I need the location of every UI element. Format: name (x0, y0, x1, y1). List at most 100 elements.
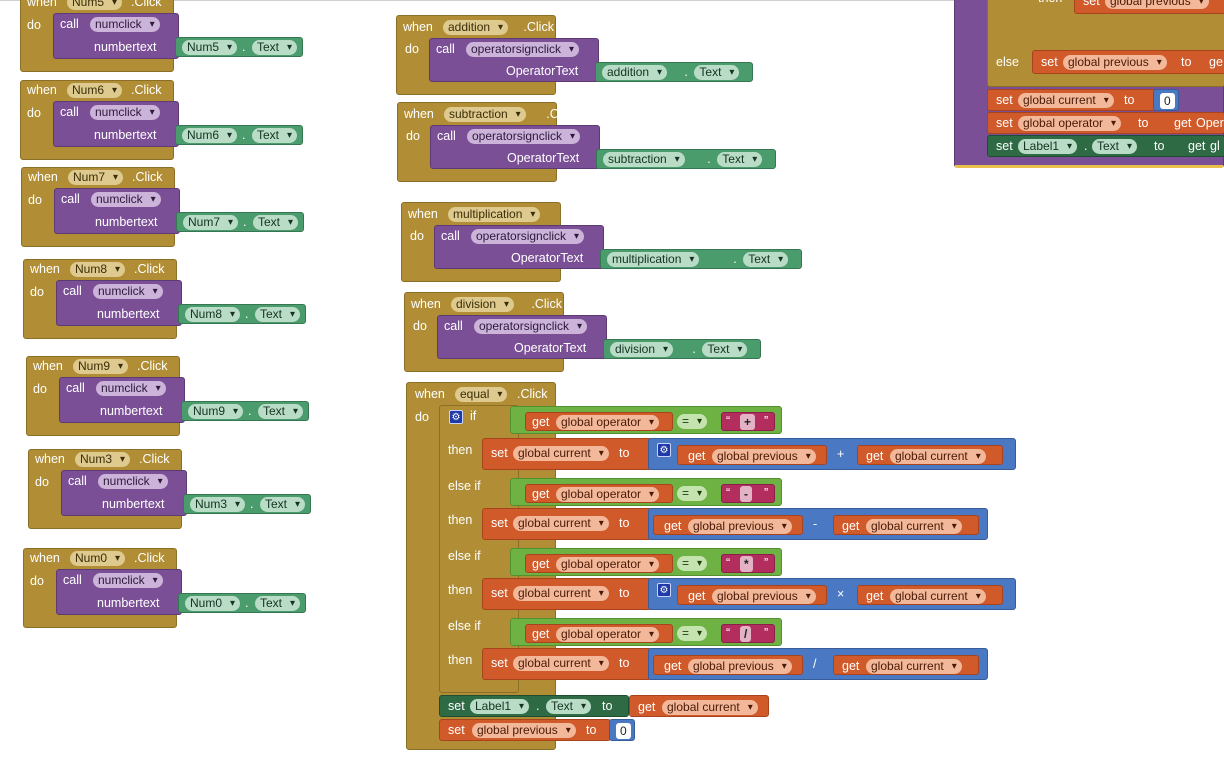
call-procedure-block[interactable]: calloperatorsignclickOperatorText (429, 38, 599, 82)
component-dropdown[interactable]: subtraction (444, 107, 526, 122)
component-dropdown[interactable]: Num6 (67, 83, 123, 98)
call-procedure-block[interactable]: callnumclicknumbertext (59, 377, 185, 423)
variable-dropdown[interactable]: global current (513, 516, 609, 531)
property-dropdown[interactable]: Text (252, 128, 298, 143)
call-procedure-block[interactable]: callnumclicknumbertext (53, 13, 179, 59)
component-dropdown[interactable]: Num8 (70, 262, 126, 277)
call-procedure-block[interactable]: calloperatorsignclickOperatorText (437, 315, 607, 359)
component-dropdown[interactable]: Num7 (68, 170, 124, 185)
operator-dropdown[interactable]: = (677, 414, 708, 429)
mutator-gear-icon[interactable]: ⚙ (657, 443, 671, 457)
procedure-dropdown[interactable]: numclick (96, 381, 166, 396)
operator-dropdown[interactable]: = (677, 556, 708, 571)
component-dropdown[interactable]: subtraction (603, 152, 685, 167)
procedure-dropdown[interactable]: numclick (90, 105, 160, 120)
number-click-handler[interactable]: whenNum7.ClickdocallnumclicknumbertextNu… (21, 167, 304, 247)
call-procedure-block[interactable]: callnumclicknumbertext (56, 280, 182, 326)
variable-dropdown[interactable]: global operator (556, 557, 660, 572)
variable-dropdown[interactable]: global previous (472, 723, 576, 738)
component-dropdown[interactable]: equal (455, 387, 508, 402)
procedure-dropdown[interactable]: operatorsignclick (466, 42, 580, 57)
number-click-handler[interactable]: whenNum9.ClickdocallnumclicknumbertextNu… (26, 356, 309, 436)
procedure-dropdown[interactable]: numclick (90, 17, 160, 32)
component-dropdown[interactable]: addition (443, 20, 509, 35)
call-procedure-block[interactable]: callnumclicknumbertext (53, 101, 179, 147)
procedure-dropdown[interactable]: numclick (98, 474, 168, 489)
text-string-block[interactable]: “-” (721, 484, 775, 503)
component-dropdown[interactable]: multiplication (448, 207, 541, 222)
number-click-handler[interactable]: whenNum5.ClickdocallnumclicknumbertextNu… (20, 0, 303, 72)
procedure-dropdown[interactable]: numclick (93, 573, 163, 588)
component-dropdown[interactable]: Num0 (70, 551, 126, 566)
mutator-gear-icon[interactable]: ⚙ (657, 583, 671, 597)
procedure-dropdown[interactable]: numclick (93, 284, 163, 299)
property-dropdown[interactable]: Text (260, 497, 306, 512)
component-dropdown[interactable]: Num6 (182, 128, 238, 143)
component-text-getter[interactable]: addition.Text (595, 62, 754, 82)
call-procedure-block[interactable]: calloperatorsignclickOperatorText (434, 225, 604, 269)
variable-dropdown[interactable]: global previous (712, 449, 816, 464)
property-dropdown[interactable]: Text (546, 699, 592, 714)
property-dropdown[interactable]: Text (258, 404, 304, 419)
variable-dropdown[interactable]: global current (513, 586, 609, 601)
procedure-dropdown[interactable]: numclick (91, 192, 161, 207)
number-block[interactable]: 0 (609, 719, 635, 741)
call-procedure-block[interactable]: callnumclicknumbertext (56, 569, 182, 615)
component-text-getter[interactable]: Num9.Text (181, 401, 309, 421)
variable-dropdown[interactable]: global current (513, 446, 609, 461)
property-dropdown[interactable]: Text (694, 65, 740, 80)
component-text-getter[interactable]: Num7.Text (176, 212, 304, 232)
component-dropdown[interactable]: Num0 (185, 596, 241, 611)
procedure-dropdown[interactable]: operatorsignclick (467, 129, 581, 144)
procedure-dropdown[interactable]: operatorsignclick (471, 229, 585, 244)
component-dropdown[interactable]: division (451, 297, 515, 312)
call-procedure-block[interactable]: callnumclicknumbertext (54, 188, 180, 234)
operator-click-handler[interactable]: whenmultiplication.Clickdocalloperatorsi… (401, 202, 803, 282)
component-text-getter[interactable]: Num0.Text (178, 593, 306, 613)
component-dropdown[interactable]: division (610, 342, 674, 357)
component-dropdown[interactable]: Label1 (1018, 139, 1078, 154)
text-string-block[interactable]: “*” (721, 554, 775, 573)
variable-dropdown[interactable]: global previous (688, 519, 792, 534)
operator-dropdown[interactable]: = (677, 626, 708, 641)
variable-dropdown[interactable]: global previous (712, 589, 816, 604)
component-dropdown[interactable]: Num3 (75, 452, 131, 467)
component-dropdown[interactable]: Num9 (188, 404, 244, 419)
variable-dropdown[interactable]: global current (1018, 93, 1114, 108)
number-block[interactable]: 0 (1153, 89, 1179, 111)
component-text-getter[interactable]: division.Text (603, 339, 762, 359)
variable-dropdown[interactable]: global current (513, 656, 609, 671)
property-dropdown[interactable]: Text (743, 252, 789, 267)
text-string-block[interactable]: “/” (721, 624, 775, 643)
number-click-handler[interactable]: whenNum6.ClickdocallnumclicknumbertextNu… (20, 80, 303, 160)
property-dropdown[interactable]: Text (717, 152, 763, 167)
variable-dropdown[interactable]: global operator (1018, 116, 1122, 131)
component-text-getter[interactable]: Num3.Text (183, 494, 311, 514)
